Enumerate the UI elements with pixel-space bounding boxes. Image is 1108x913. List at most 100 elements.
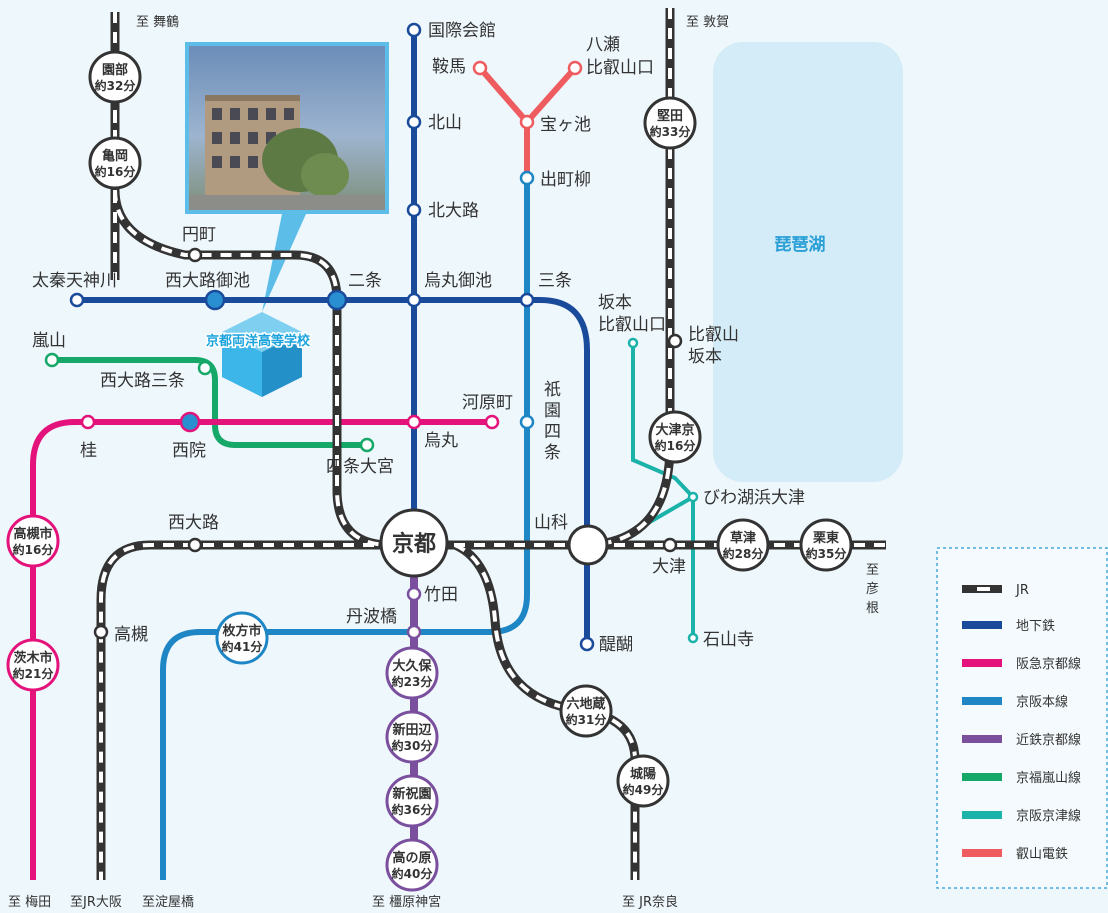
school-photo [185,42,389,214]
badge-takanohara: 高の原 約40分 [385,838,439,892]
legend-item-jr: JR [962,583,1029,598]
legend-item-keihan: 京阪本線 [962,694,1068,710]
transfer-dots [179,289,348,433]
station-sakamoto-hieizanguchi-1: 坂本 [598,293,632,313]
badge-joyo: 城陽 約49分 [616,754,670,808]
svg-text:祇: 祇 [544,380,561,400]
station-daigo: 醍醐 [599,635,633,655]
badge-ibarakishi: 茨木市 約21分 [6,638,60,692]
station-hieizan-sakamoto-1: 比叡山 [688,325,739,345]
svg-text:四: 四 [544,422,561,442]
station-kitaoji: 北大路 [428,201,479,221]
svg-text:堅田: 堅田 [657,109,683,124]
svg-text:京福嵐山線: 京福嵐山線 [1016,770,1081,786]
svg-text:栗東: 栗東 [813,530,839,546]
badge-sonobe: 園部 約32分 [88,50,142,104]
dest-yodoyabashi: 至淀屋橋 [142,895,194,910]
station-kyoto: 京都 [392,531,436,557]
svg-text:約16分: 約16分 [95,164,136,179]
svg-text:約41分: 約41分 [222,639,263,654]
dest-kashiharajingu: 至 橿原神宮 [372,894,441,910]
svg-text:根: 根 [866,601,879,616]
svg-text:約21分: 約21分 [13,666,54,681]
station-kokusai: 国際会館 [428,21,496,41]
svg-text:約36分: 約36分 [392,802,433,817]
station-yase: 八瀬 [586,35,620,55]
svg-text:約49分: 約49分 [623,782,664,797]
svg-text:約23分: 約23分 [392,674,433,689]
svg-text:京阪本線: 京阪本線 [1016,694,1068,710]
station-emmachi: 円町 [182,225,216,245]
badge-katata: 堅田 約33分 [643,96,697,150]
station-kawaramachi: 河原町 [462,393,513,413]
station-uzumasa: 太秦天神川 [32,271,117,291]
svg-text:約16分: 約16分 [655,438,696,453]
svg-text:叡山電鉄: 叡山電鉄 [1016,847,1068,862]
badge-rokujizo: 六地蔵 約31分 [559,684,613,738]
dest-jr-osaka: 至JR大阪 [70,895,122,910]
svg-text:園: 園 [544,401,561,421]
svg-text:地下鉄: 地下鉄 [1016,619,1055,634]
svg-text:約32分: 約32分 [95,78,136,93]
station-tambabashi: 丹波橋 [346,607,397,627]
station-nishioji: 西大路 [168,513,219,533]
station-takeda: 竹田 [424,585,458,605]
svg-text:JR: JR [1015,583,1029,598]
svg-text:園部: 園部 [102,62,128,78]
station-karasuma-oike: 烏丸御池 [424,271,492,291]
school-label: 京都両洋高等学校 [206,333,311,349]
svg-text:約16分: 約16分 [13,542,54,557]
station-otsu: 大津 [652,557,686,577]
station-ishiyamadera: 石山寺 [703,630,754,650]
badge-hirakatashi: 枚方市 約41分 [215,611,269,665]
station-takatsuki: 高槻 [114,625,148,645]
station-hieizan-sakamoto-2: 坂本 [688,347,722,367]
line-subway-tozai [77,297,590,644]
legend-item-randen: 京福嵐山線 [962,770,1081,786]
station-arashiyama: 嵐山 [32,331,66,351]
dest-umeda: 至 梅田 [8,895,51,910]
jr-lines [96,8,886,880]
badge-takatsukishi: 高槻市 約16分 [6,514,60,568]
dest-tsuruga: 至 敦賀 [686,14,729,30]
svg-text:新田辺: 新田辺 [392,722,431,738]
school-cube [222,312,302,397]
dest-maizuru: 至 舞鶴 [136,14,179,30]
station-gion-shijo: 祇 園 四 条 [544,380,561,463]
svg-text:亀岡: 亀岡 [102,148,128,164]
yamashina-hub [567,524,609,566]
svg-text:高槻市: 高槻市 [13,526,52,542]
badge-shinhosono: 新祝園 約36分 [385,774,439,828]
station-demachiyanagi: 出町柳 [540,170,591,190]
svg-text:大津京: 大津京 [655,422,694,438]
station-nishioji-sanjo: 西大路三条 [100,371,185,391]
station-takaragaike: 宝ヶ池 [540,115,591,135]
station-yamashina: 山科 [534,513,568,533]
station-hieizanguchi: 比叡山口 [586,58,654,78]
line-hankyu [30,419,492,880]
badge-shintanabe: 新田辺 約30分 [385,710,439,764]
badge-ritto: 栗東 約35分 [799,518,853,572]
svg-text:新祝園: 新祝園 [392,786,431,802]
svg-text:近鉄京都線: 近鉄京都線 [1016,732,1081,748]
svg-text:約30分: 約30分 [392,738,433,753]
station-sakamoto-hieizanguchi-2: 比叡山口 [598,315,666,335]
kyoto-hub [379,508,449,578]
legend: JR 地下鉄 阪急京都線 京阪本線 近鉄京都線 京福嵐山線 京阪京津線 叡山電 [936,547,1108,889]
legend-item-eizan: 叡山電鉄 [962,847,1068,862]
station-nishioji-oike: 西大路御池 [165,271,250,291]
svg-text:高の原: 高の原 [392,850,431,866]
svg-text:草津: 草津 [730,530,756,546]
line-keishin [601,343,697,638]
svg-text:条: 条 [544,443,561,463]
svg-text:阪急京都線: 阪急京都線 [1016,656,1081,672]
svg-text:京阪京津線: 京阪京津線 [1016,808,1081,824]
station-karasuma: 烏丸 [424,431,458,451]
svg-text:六地蔵: 六地蔵 [566,696,605,712]
dest-hikone: 至 彦 根 [866,563,879,616]
svg-text:約28分: 約28分 [723,546,764,561]
school-pointer [262,214,306,312]
station-kurama: 鞍馬 [432,57,466,77]
svg-text:約35分: 約35分 [806,546,847,561]
